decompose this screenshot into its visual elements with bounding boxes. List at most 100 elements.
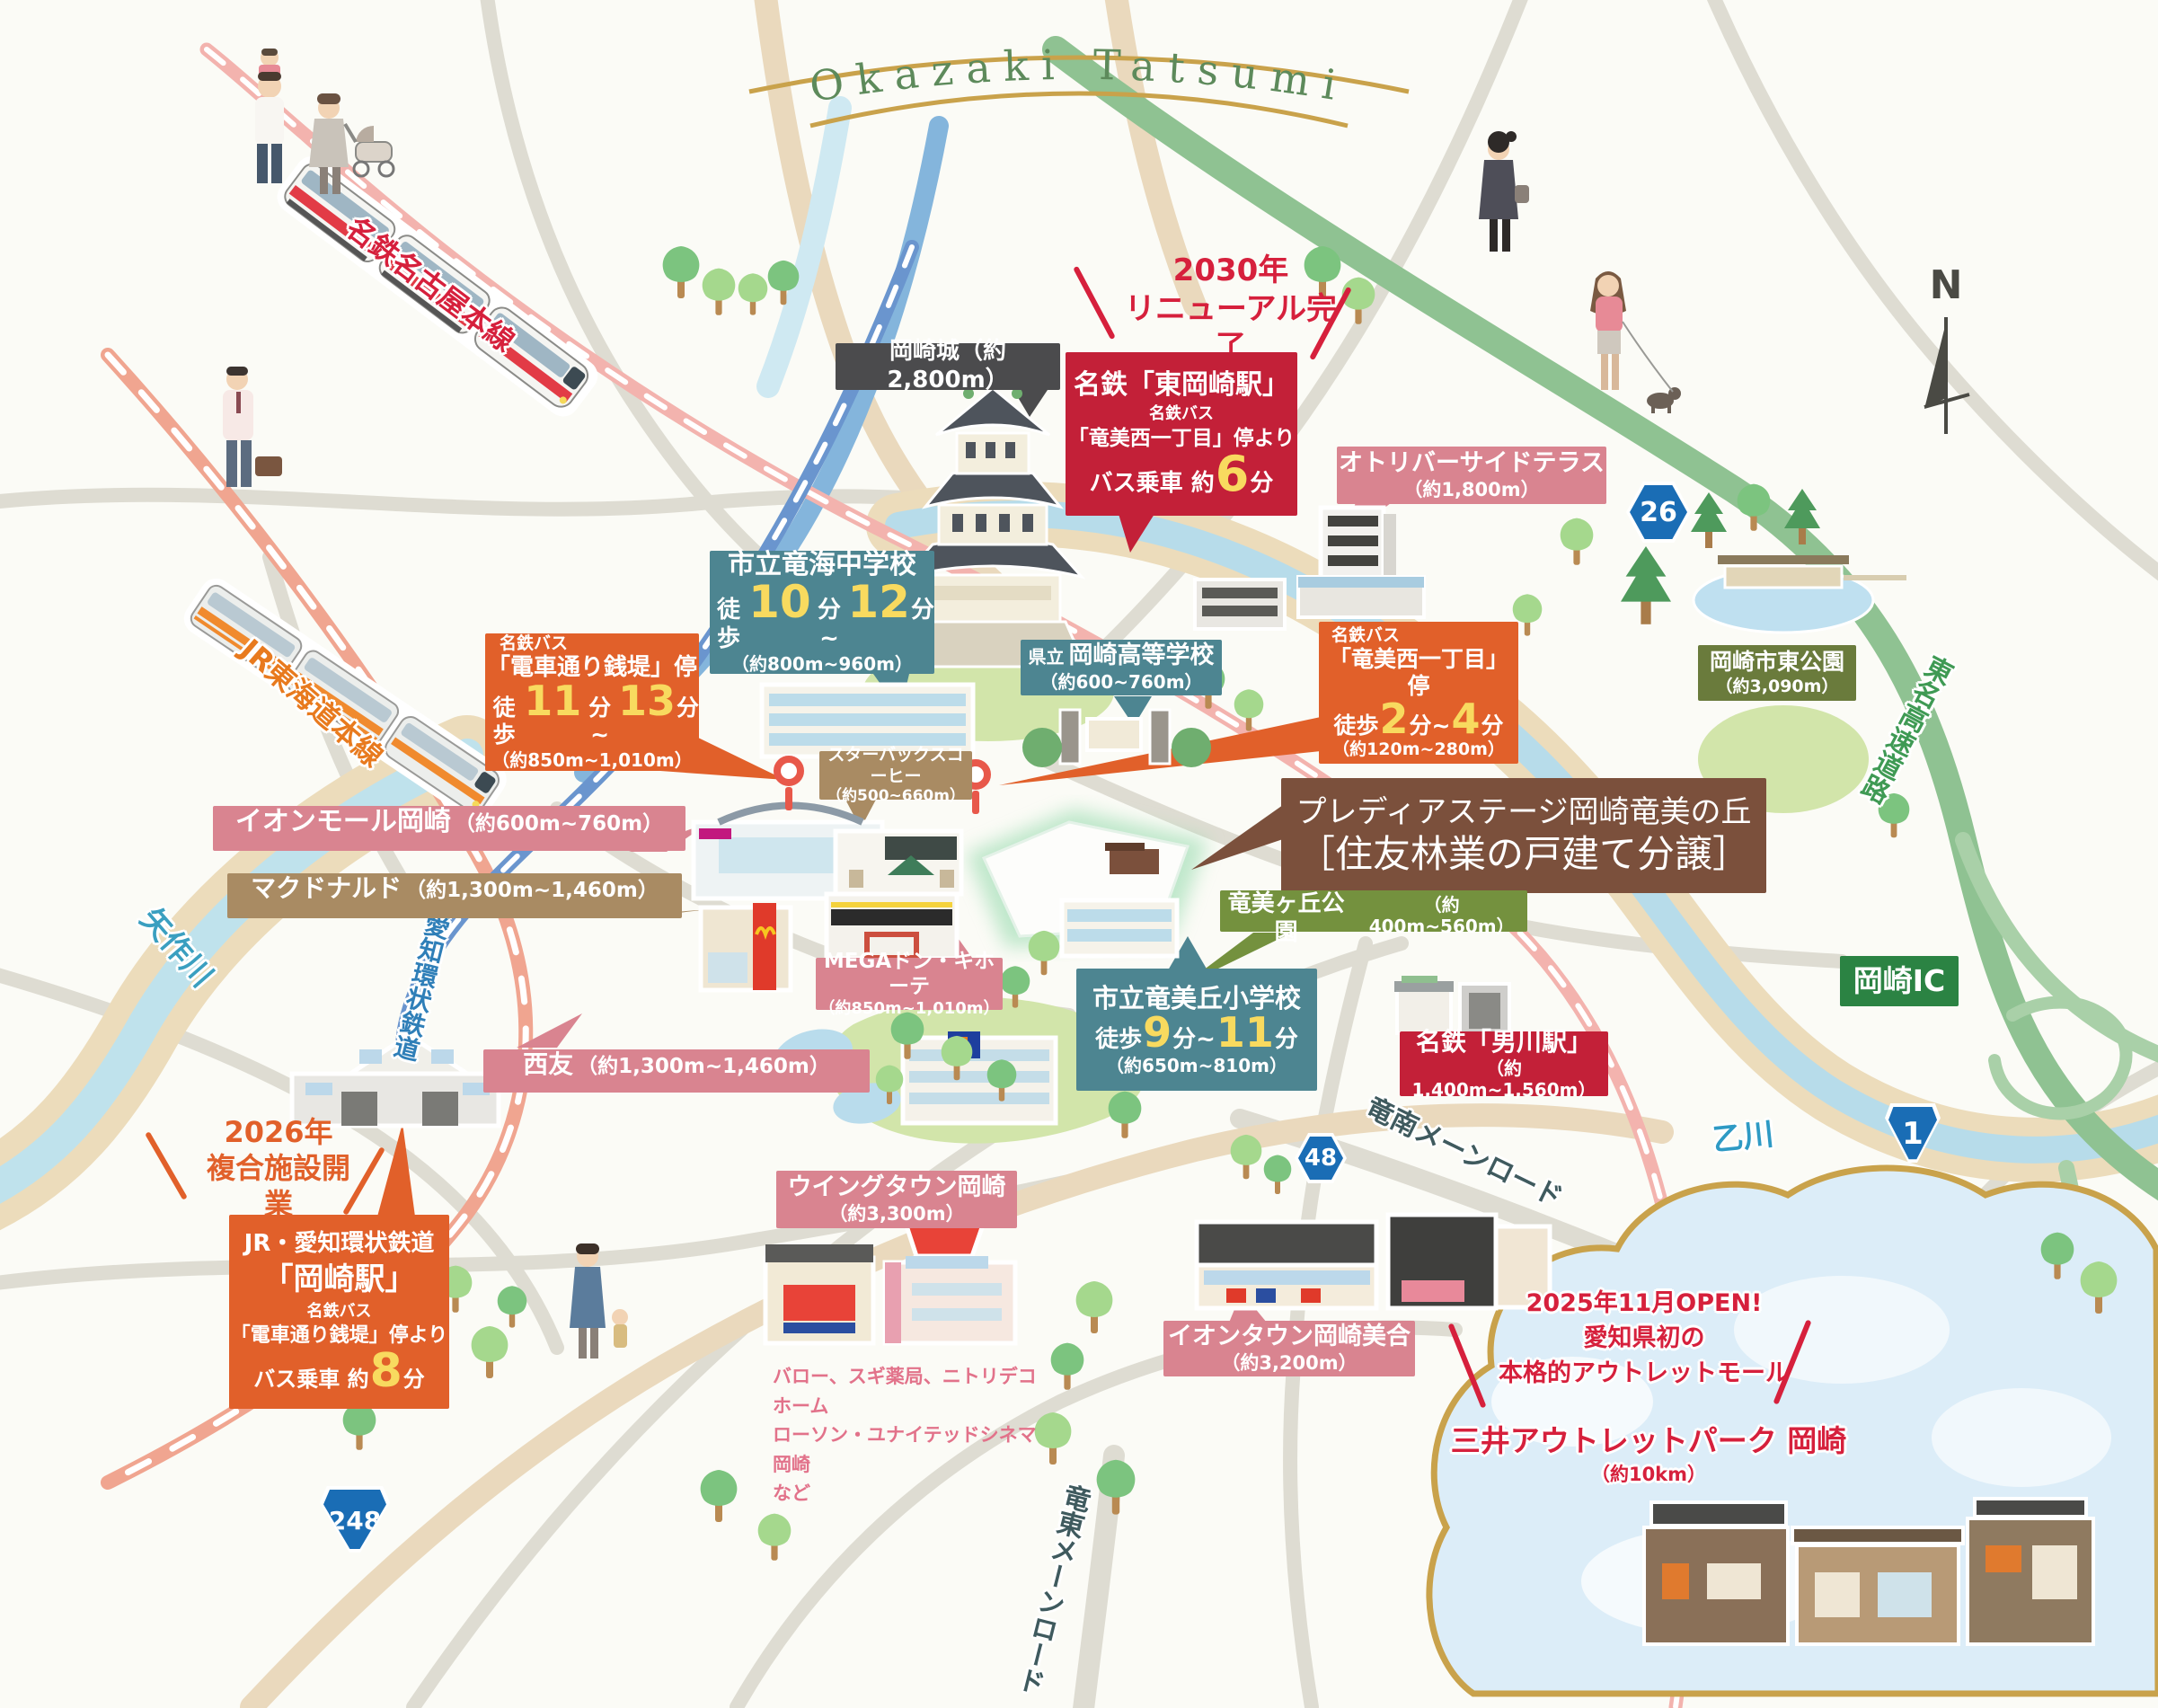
okazaki-castle-label: 岡崎城（約2,800m） xyxy=(836,338,1060,394)
route-sign-26-number: 26 xyxy=(1630,485,1687,539)
walk-min-1: 10 xyxy=(748,575,811,628)
walk-mid: 分~ xyxy=(818,596,842,652)
outlet-dist: （約10km） xyxy=(1590,1464,1707,1485)
wingtown-tenants-note: バロー、スギ薬局、ニトリデコホーム ローソン・ユナイテッドシネマ岡崎 など xyxy=(773,1362,1051,1509)
title-banner: Okazaki Tatsumi xyxy=(748,40,1410,128)
wingtown-building xyxy=(763,1212,1018,1346)
route-sign-48-number: 48 xyxy=(1298,1137,1343,1180)
jr-train-illustration xyxy=(183,578,507,820)
person-family xyxy=(255,49,395,194)
okazaki-hs-gate xyxy=(1022,708,1211,767)
open-2026-line1: 2026年 xyxy=(224,1115,333,1149)
tatsumigaoka-park-name: 竜美ヶ丘公園 xyxy=(1227,890,1345,946)
ride-minutes: 6 xyxy=(1215,445,1250,502)
person-mother-child xyxy=(570,1243,628,1358)
higashi-okazaki-bus: 名鉄バス xyxy=(1149,403,1214,423)
tatsumi-nishi-dist: （約120m~280m） xyxy=(1332,739,1505,760)
walk-suffix: 分 xyxy=(1274,1026,1298,1054)
wingtown-note-line2: ローソン・ユナイテッドシネマ岡崎 xyxy=(773,1424,1037,1475)
oto-riverside-building xyxy=(1296,505,1426,619)
aeon-mall-name: イオンモール岡崎 xyxy=(234,806,451,837)
renewal-2030-line1: 2030年 xyxy=(1172,252,1289,288)
tatsumigaoka-park-box: 竜美ヶ丘公園 （約400m~560m） xyxy=(1220,890,1527,946)
oto-riverside-box: オトリバーサイドテラス （約1,800m） xyxy=(1337,447,1606,504)
walk-suffix: 分 xyxy=(1481,712,1504,739)
title-arc-top xyxy=(748,55,1410,94)
mcdonalds-building xyxy=(698,903,793,993)
ride-suffix: 分 xyxy=(402,1367,425,1393)
okazaki-hs-name-line: 県立 岡崎高等学校 xyxy=(1028,642,1214,671)
starbucks-cafe xyxy=(833,828,964,897)
aeontown-name: イオンタウン岡崎美合 xyxy=(1168,1322,1411,1350)
tatsumigaoka-park-dist: （約400m~560m） xyxy=(1368,894,1515,938)
outlet-line3: 本格的アウトレットモール xyxy=(1499,1359,1790,1387)
outlet-line1: 2025年11月OPEN! xyxy=(1526,1289,1763,1317)
walk-min-2: 4 xyxy=(1451,694,1481,743)
map-title: Okazaki Tatsumi xyxy=(807,40,1352,111)
elementary-school-building xyxy=(1059,898,1180,959)
aeontown-box: イオンタウン岡崎美合 （約3,200m） xyxy=(1163,1321,1415,1376)
tatsumi-nishi-walk: 徒歩 2 分~ 4 分 xyxy=(1333,694,1504,743)
outlet-mall-illustration xyxy=(1642,1497,2095,1646)
tatsumi-nishi-name: 「竜美西一丁目」停 xyxy=(1328,645,1508,700)
walk-prefix: 徒歩 xyxy=(1333,712,1379,739)
mcdonalds-box: マクドナルド （約1,300m~1,460m） xyxy=(227,873,682,918)
higashi-okazaki-stop: 「竜美西一丁目」停より xyxy=(1067,426,1296,450)
okazaki-sta-name1: JR・愛知環状鉄道 xyxy=(243,1230,435,1258)
seiyu-dist: （約1,300m~1,460m） xyxy=(577,1055,830,1078)
ride-prefix: バス乗車 約 xyxy=(253,1367,369,1393)
wingtown-note-line3: など xyxy=(773,1482,810,1505)
walk-prefix: 徒歩 xyxy=(492,694,516,748)
walk-mid: 分~ xyxy=(588,694,612,748)
otogawa-dist: （約1,400m~1,560m） xyxy=(1411,1057,1596,1102)
higashi-okazaki-ride: バス乗車 約 6 分 xyxy=(1089,445,1274,502)
bus-stop-pin-dentsudori xyxy=(774,756,804,810)
tatsumigaoka-elementary-box: 市立竜美丘小学校 徒歩 9 分~ 11 分 （約650m~810m） xyxy=(1076,969,1317,1091)
aeontown-building xyxy=(1194,1212,1552,1311)
okazaki-castle-text: 岡崎城（約2,800m） xyxy=(887,338,1009,394)
wingtown-dist: （約3,300m） xyxy=(828,1202,965,1225)
wingtown-box: ウイングタウン岡崎 （約3,300m） xyxy=(776,1171,1017,1228)
tatsumi-nishi-stop-box: 名鉄バス 「竜美西一丁目」停 徒歩 2 分~ 4 分 （約120m~280m） xyxy=(1319,622,1518,764)
okazaki-hs-prefix: 県立 xyxy=(1028,646,1065,668)
seiyu-box: 西友 （約1,300m~1,460m） xyxy=(483,1049,870,1093)
walk-prefix: 徒歩 xyxy=(717,596,741,652)
aeontown-dist: （約3,200m） xyxy=(1221,1351,1358,1374)
site-name-line2: ［住友林業の戸建て分譲］ xyxy=(1296,832,1750,877)
compass-arrow-icon xyxy=(1924,317,1970,434)
dentsudori-walk: 徒歩 11 分~ 13 分 xyxy=(485,680,699,749)
meitetsu-train-illustration xyxy=(277,156,598,417)
predia-site-box: プレディアステージ岡崎竜美の丘 ［住友林業の戸建て分譲］ xyxy=(1281,778,1766,893)
outlet-name-line: 三井アウトレットパーク 岡崎 （約10km） xyxy=(1437,1417,1860,1487)
higashi-okazaki-name: 名鉄「東岡崎駅」 xyxy=(1074,369,1289,402)
ride-prefix: バス乗車 約 xyxy=(1089,469,1215,497)
walk-min-1: 9 xyxy=(1143,1008,1172,1058)
walk-min-2: 11 xyxy=(1216,1008,1274,1058)
higashi-park-name: 岡崎市東公園 xyxy=(1709,649,1844,676)
aeon-mall-box: イオンモール岡崎 （約600m~760m） xyxy=(213,806,685,851)
okazaki-sta-name2: 「岡崎駅」 xyxy=(262,1261,416,1298)
higashi-park-box: 岡崎市東公園 （約3,090m） xyxy=(1698,645,1856,701)
title-arc-bottom xyxy=(809,91,1349,128)
oto-river-label: 乙川 xyxy=(1711,1116,1776,1159)
ryukai-walk: 徒歩 10 分~ 12 分 xyxy=(710,575,934,653)
okazaki-station-building xyxy=(289,1032,501,1128)
person-woman xyxy=(1479,131,1529,252)
ryukai-jhs-box: 市立竜海中学校 徒歩 10 分~ 12 分 （約800m~960m） xyxy=(710,549,934,675)
outlet-announcement: 2025年11月OPEN! 愛知県初の 本格的アウトレットモール xyxy=(1491,1283,1797,1388)
okazaki-hs-box: 県立 岡崎高等学校 （約600~760m） xyxy=(1021,640,1222,695)
okazaki-sta-stop: 「電車通り銭堤」停より xyxy=(230,1323,448,1347)
okazaki-hs-name: 岡崎高等学校 xyxy=(1068,642,1215,670)
seiyu-name: 西友 xyxy=(523,1049,574,1079)
higashi-okazaki-station-box: 名鉄「東岡崎駅」 名鉄バス 「竜美西一丁目」停より バス乗車 約 6 分 xyxy=(1066,352,1297,516)
walk-min-2: 12 xyxy=(847,575,910,628)
wingtown-name: ウイングタウン岡崎 xyxy=(787,1173,1006,1201)
okazaki-ic-box: 岡崎IC xyxy=(1840,956,1959,1006)
okazaki-sta-ride: バス乗車 約 8 分 xyxy=(253,1348,425,1394)
starbucks-box: スターバックスコーヒー （約500~660m） xyxy=(819,745,972,805)
okazaki-sta-bus: 名鉄バス xyxy=(306,1301,372,1321)
outlet-name: 三井アウトレットパーク 岡崎 xyxy=(1450,1423,1847,1458)
starbucks-name: スターバックスコーヒー xyxy=(827,745,964,786)
oto-riverside-name: オトリバーサイドテラス xyxy=(1339,448,1605,477)
